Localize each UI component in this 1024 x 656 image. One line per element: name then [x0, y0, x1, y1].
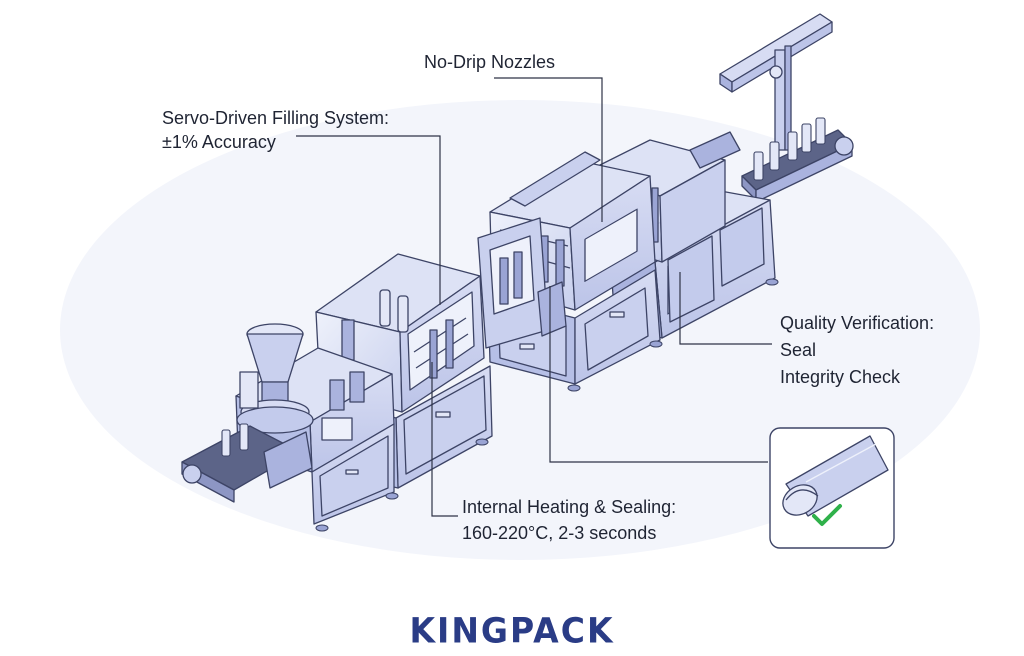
quality-callout-line3: Integrity Check	[780, 367, 901, 387]
input-conveyor	[181, 425, 313, 503]
nozzles-callout-title: No-Drip Nozzles	[424, 52, 556, 72]
hopper	[236, 323, 314, 434]
filling-callout-detail: ±1% Accuracy	[162, 132, 276, 152]
machine-feet	[315, 278, 779, 532]
seal-inset	[769, 427, 895, 549]
heating-leader	[431, 362, 458, 517]
heating-callout-title: Internal Heating & Sealing:	[462, 497, 677, 517]
quality-callout: Quality Verification: Seal Integrity Che…	[780, 310, 934, 391]
overhead-arm	[719, 13, 833, 151]
input-tubes	[221, 423, 249, 457]
nozzle-leader	[494, 77, 603, 222]
heating-callout: Internal Heating & Sealing: 160-220°C, 2…	[462, 494, 676, 546]
output-tubes	[753, 117, 826, 181]
filling-leader	[296, 135, 441, 305]
seal-inset-leader	[549, 286, 768, 463]
check-mark-icon	[812, 504, 842, 526]
quality-leader	[679, 272, 772, 345]
input-cabinet	[311, 423, 395, 525]
brand-logo: KINGPACK	[386, 610, 638, 651]
filling-callout: Servo-Driven Filling System: ±1% Accurac…	[162, 106, 389, 154]
filling-callout-title: Servo-Driven Filling System:	[162, 108, 390, 128]
heating-callout-detail: 160-220°C, 2-3 seconds	[462, 523, 657, 543]
nozzles-callout: No-Drip Nozzles	[424, 50, 555, 74]
sealing-jaws	[477, 217, 567, 349]
callout-lines	[296, 77, 772, 517]
sealed-tube-icon	[782, 435, 889, 517]
quality-callout-title: Quality Verification:	[780, 313, 935, 333]
brand-name: KINGPACK	[409, 610, 615, 651]
quality-callout-line2: Seal	[780, 340, 817, 360]
